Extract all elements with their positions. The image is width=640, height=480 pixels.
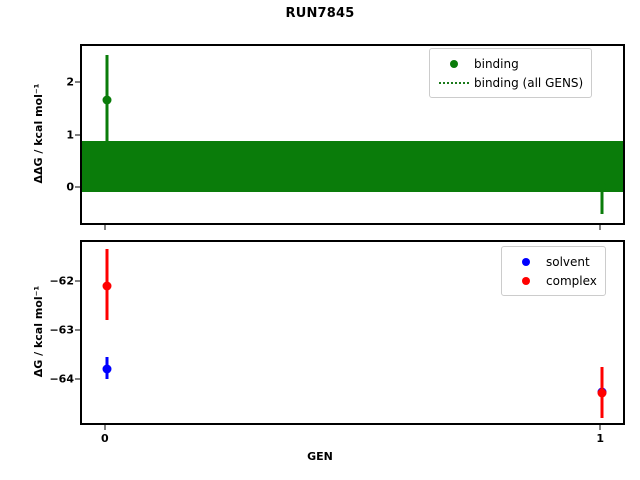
xtick-label: 1 [596, 432, 605, 445]
bottom-plot-data-layer [82, 242, 623, 423]
ytick-label: −63 [49, 323, 74, 337]
top-plot-legend[interactable]: binding binding (all GENS) [429, 48, 593, 98]
ytick-mark [75, 378, 80, 380]
legend-label-solvent: solvent [546, 254, 590, 269]
legend-marker-dot-icon [508, 257, 544, 266]
xtick-mark [599, 225, 601, 230]
bottom-plot-ytick-labels: −62 −63 −64 [8, 240, 74, 425]
xtick-mark [104, 425, 106, 430]
ytick-label: 1 [66, 128, 74, 141]
ytick-mark [75, 186, 80, 188]
ytick-mark [75, 329, 80, 331]
xtick-mark [599, 425, 601, 430]
legend-item-binding[interactable]: binding [436, 54, 583, 73]
data-point-marker[interactable] [597, 182, 607, 192]
legend-item-solvent[interactable]: solvent [508, 252, 597, 271]
ytick-mark [75, 81, 80, 83]
legend-dotted-line-icon [436, 81, 472, 84]
xtick-mark [104, 225, 106, 230]
legend-item-complex[interactable]: complex [508, 271, 597, 290]
bottom-plot-legend[interactable]: solvent complex [501, 246, 606, 296]
legend-label-binding: binding [474, 56, 519, 71]
ytick-label: 2 [66, 75, 74, 89]
data-point-marker[interactable] [102, 281, 112, 291]
top-plot-ytick-labels: 0 1 2 [8, 44, 74, 225]
figure-title: RUN7845 [285, 6, 355, 21]
data-point-marker[interactable] [102, 95, 112, 105]
xtick-label: 0 [100, 432, 109, 445]
legend-marker-dot-icon [508, 276, 544, 285]
ytick-label: −64 [49, 372, 74, 386]
ytick-mark [75, 280, 80, 282]
legend-marker-dot-icon [436, 59, 472, 68]
data-point-marker[interactable] [597, 388, 607, 398]
legend-item-binding-all-gens[interactable]: binding (all GENS) [436, 73, 583, 92]
top-plot-ylabel: ΔΔG / kcal mol⁻¹ [31, 83, 45, 184]
ytick-label: 0 [66, 180, 74, 194]
ytick-mark [75, 134, 80, 135]
x-axis-label: GEN [307, 450, 333, 463]
legend-label-complex: complex [546, 273, 597, 288]
legend-label-binding-all-gens: binding (all GENS) [474, 75, 584, 90]
ytick-label: −62 [49, 274, 74, 288]
top-plot-data-layer [82, 46, 623, 223]
data-point-marker[interactable] [102, 364, 112, 374]
bottom-plot-ylabel: ΔG / kcal mol⁻¹ [31, 285, 45, 377]
all-gens-band [82, 141, 623, 193]
